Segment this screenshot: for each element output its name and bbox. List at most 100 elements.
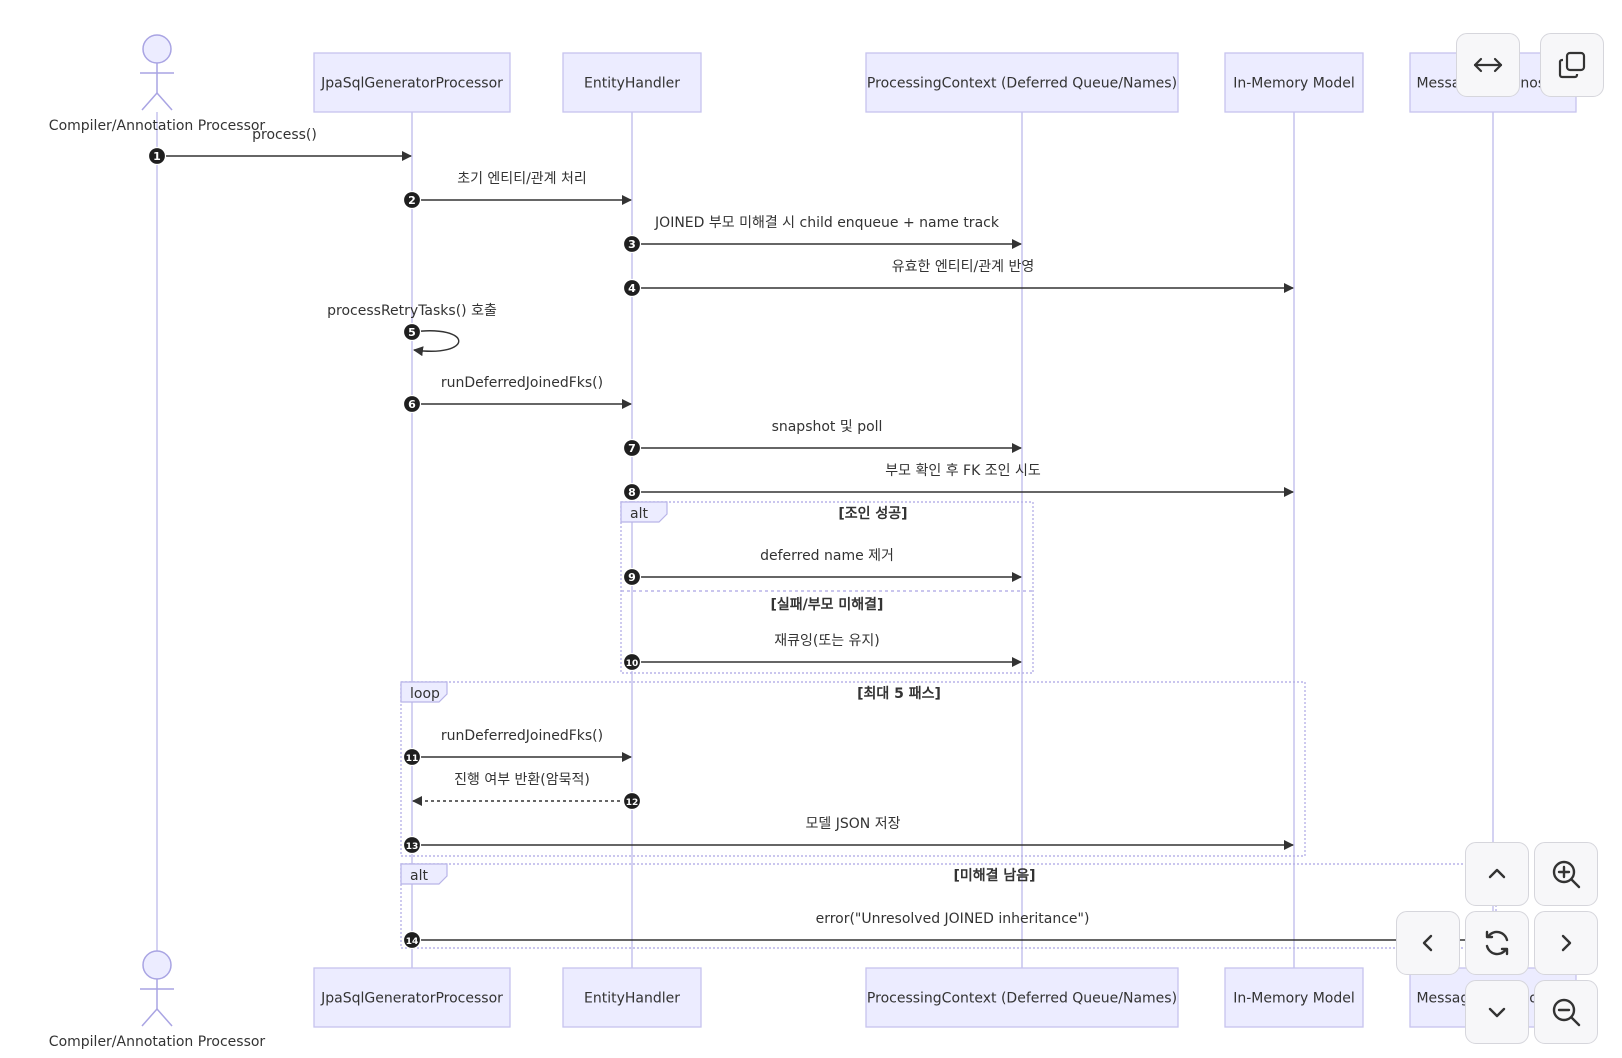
fragment-else-condition: [실패/부모 미해결] (771, 596, 884, 613)
zoom-in-button[interactable] (1534, 842, 1598, 906)
pan-up-button[interactable] (1465, 842, 1529, 906)
sequence-number: 13 (406, 842, 419, 852)
participant-ctx-top: ProcessingContext (Deferred Queue/Names) (865, 52, 1179, 113)
message-label: 유효한 엔티티/관계 반영 (892, 259, 1034, 275)
zoom-out-button[interactable] (1534, 980, 1598, 1044)
sequence-number-badge (622, 438, 642, 458)
message-6: runDeferredJoinedFks() 6 (402, 375, 632, 414)
sequence-number: 6 (408, 398, 416, 411)
fragment-condition: [최대 5 패스] (857, 686, 941, 702)
sequence-number: 7 (628, 442, 636, 455)
message-label: processRetryTasks() 호출 (327, 303, 497, 319)
participant-compiler-top: Compiler/Annotation Processor (49, 34, 266, 134)
chevron-left-icon (1422, 934, 1433, 952)
fragment-loop: loop [최대 5 패스] (400, 681, 1306, 857)
participant-label: Compiler/Annotation Processor (49, 118, 266, 134)
fit-width-button[interactable] (1456, 33, 1520, 97)
participant-label: ProcessingContext (Deferred Queue/Names) (867, 991, 1177, 1007)
message-label: runDeferredJoinedFks() (441, 375, 603, 391)
sequence-number-badge (402, 835, 422, 855)
refresh-icon (1485, 930, 1509, 956)
sequence-number-badge (402, 930, 422, 950)
sequence-number: 4 (628, 282, 636, 295)
message-13: 모델 JSON 저장 13 (402, 816, 1294, 855)
actor-icon (142, 34, 172, 64)
sequence-number-badge (402, 322, 422, 342)
message-label: 부모 확인 후 FK 조인 시도 (885, 463, 1041, 479)
sequence-number: 2 (408, 194, 416, 207)
actor-icon (142, 950, 172, 980)
fragment-condition: [조인 성공] (838, 505, 907, 522)
sequence-number-badge (622, 791, 642, 811)
participant-label: ProcessingContext (Deferred Queue/Names) (867, 76, 1177, 92)
sequence-number-badge (622, 234, 642, 254)
fragment-condition: [미해결 남음] (953, 867, 1035, 884)
sequence-number: 11 (406, 754, 419, 764)
message-11: runDeferredJoinedFks() 11 (402, 728, 632, 767)
message-10: 재큐잉(또는 유지)10 (622, 633, 1022, 672)
fragment-keyword: alt (630, 506, 648, 522)
sequence-number: 9 (628, 571, 636, 584)
chevron-right-icon (1561, 934, 1572, 952)
message-3: JOINED 부모 미해결 시 child enqueue + name tra… (622, 215, 1022, 254)
message-12: 진행 여부 반환(암묵적)12 (412, 772, 642, 811)
sequence-number-badge (622, 482, 642, 502)
message-4: 유효한 엔티티/관계 반영 4 (622, 259, 1294, 298)
fragment-alt: alt [미해결 남음] (400, 863, 1497, 949)
participant-entity-bottom: EntityHandler (562, 967, 702, 1028)
reset-view-button[interactable] (1465, 911, 1529, 975)
message-8: 부모 확인 후 FK 조인 시도 8 (622, 463, 1294, 502)
participant-label: In-Memory Model (1233, 76, 1354, 92)
message-label: 재큐잉(또는 유지) (774, 633, 880, 649)
participant-model-top: In-Memory Model (1224, 52, 1364, 113)
zoom-in-icon (1552, 860, 1581, 889)
participant-model-bottom: In-Memory Model (1224, 967, 1364, 1028)
arrows-horizontal-icon (1473, 57, 1503, 73)
participant-proc-top: JpaSqlGeneratorProcessor (313, 52, 511, 113)
sequence-number: 5 (408, 326, 416, 339)
participant-label: EntityHandler (584, 991, 680, 1007)
sequence-number: 1 (153, 150, 161, 163)
pan-left-button[interactable] (1396, 911, 1460, 975)
sequence-number: 3 (628, 238, 636, 251)
fragment-keyword: alt (410, 868, 428, 884)
copy-icon (1558, 51, 1586, 79)
message-14: error("Unresolved JOINED inheritance") 14 (402, 911, 1493, 950)
participant-entity-top: EntityHandler (562, 52, 702, 113)
participant-label: Compiler/Annotation Processor (49, 1034, 266, 1050)
message-label: error("Unresolved JOINED inheritance") (816, 911, 1090, 927)
participant-compiler-bottom: Compiler/Annotation Processor (49, 950, 266, 1050)
participant-label: JpaSqlGeneratorProcessor (320, 991, 503, 1007)
participant-ctx-bottom: ProcessingContext (Deferred Queue/Names) (865, 967, 1179, 1028)
message-2: 초기 엔티티/관계 처리 2 (402, 171, 632, 210)
sequence-number-badge (402, 394, 422, 414)
sequence-number-badge (622, 278, 642, 298)
participant-label: EntityHandler (584, 76, 680, 92)
fragment-keyword: loop (410, 686, 440, 702)
participant-label: JpaSqlGeneratorProcessor (320, 76, 503, 92)
message-label: runDeferredJoinedFks() (441, 728, 603, 744)
chevron-down-icon (1488, 1007, 1506, 1018)
copy-button[interactable] (1540, 33, 1604, 97)
message-label: deferred name 제거 (760, 548, 894, 564)
participant-label: In-Memory Model (1233, 991, 1354, 1007)
pan-down-button[interactable] (1465, 980, 1529, 1044)
sequence-number: 14 (406, 937, 419, 947)
message-1: process()1 (147, 127, 412, 166)
sequence-number-badge (147, 146, 167, 166)
message-7: snapshot 및 poll 7 (622, 419, 1022, 458)
sequence-number: 12 (626, 798, 639, 808)
sequence-number-badge (622, 652, 642, 672)
message-label: 모델 JSON 저장 (806, 816, 901, 832)
sequence-number-badge (402, 190, 422, 210)
zoom-out-icon (1552, 998, 1581, 1027)
chevron-up-icon (1488, 868, 1506, 879)
message-9: deferred name 제거 9 (622, 548, 1022, 587)
message-label: 초기 엔티티/관계 처리 (457, 171, 587, 187)
fragment-alt: alt [조인 성공] [실패/부모 미해결] (620, 501, 1034, 674)
message-label: snapshot 및 poll (772, 419, 883, 435)
sequence-number: 8 (628, 486, 636, 499)
pan-right-button[interactable] (1534, 911, 1598, 975)
message-label: JOINED 부모 미해결 시 child enqueue + name tra… (654, 215, 1000, 231)
